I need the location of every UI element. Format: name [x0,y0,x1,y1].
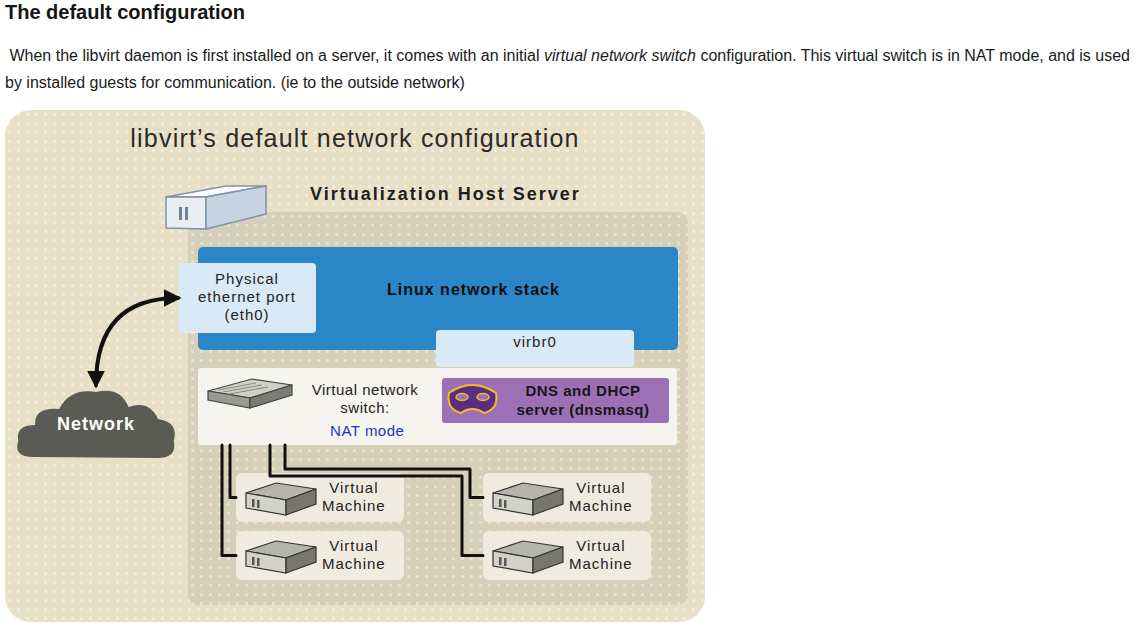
bridge-label: virbr0 [436,333,634,351]
switch-strip: Virtual network switch:NAT mode DNS and D… [198,368,677,445]
network-cloud: Network [12,385,180,463]
dnsmasq-label: DNS and DHCP server (dnsmasq) [507,381,659,419]
vm-icons [246,483,563,573]
vm-label: Virtual Machine [322,479,386,515]
vm-box: Virtual Machine [236,531,404,580]
vm-label: Virtual Machine [322,537,386,573]
diagram-title: libvirt’s default network configuration [5,123,705,153]
switch-wire [222,445,236,556]
vm-box: Virtual Machine [483,531,651,580]
diagram-panel: libvirt’s default network configurationV… [5,110,705,622]
switch-icon [208,379,292,408]
vm-label: Virtual Machine [569,479,633,515]
host-label: Virtualization Host Server [310,182,581,206]
dnsmasq-box: DNS and DHCP server (dnsmasq) [442,378,669,423]
vm-box: Virtual Machine [483,473,651,522]
intro-text: When the libvirt daemon is first install… [9,47,539,64]
switch-label: Virtual network switch:NAT mode [292,377,438,441]
switch-wire [285,445,483,498]
intro-text: virtual network switch [544,47,696,64]
intro-paragraph: When the libvirt daemon is first install… [5,42,1133,96]
page-header: The default configurationWhen the libvir… [5,0,1133,96]
switch-wire [230,445,236,498]
host-region: Virtualization Host ServerLinux network … [188,212,688,605]
network-label: Network [12,413,180,435]
ethernet-port-box: Physical ethernet port (eth0) [178,263,316,333]
server-icon [166,186,266,229]
vm-box: Virtual Machine [236,473,404,522]
bridge-box: virbr0 [436,330,634,367]
page-heading: The default configuration [5,0,1133,24]
mode-text: NAT mode [330,422,404,439]
switch-wire [270,445,483,556]
vm-label: Virtual Machine [569,537,633,573]
switch-text: Virtual network switch: [292,377,438,421]
network-arrow [96,298,178,385]
dnsmasq-mask-icon [449,385,497,413]
port-label: Physical ethernet port (eth0) [188,270,306,324]
stack-label: Linux network stack [387,280,560,300]
